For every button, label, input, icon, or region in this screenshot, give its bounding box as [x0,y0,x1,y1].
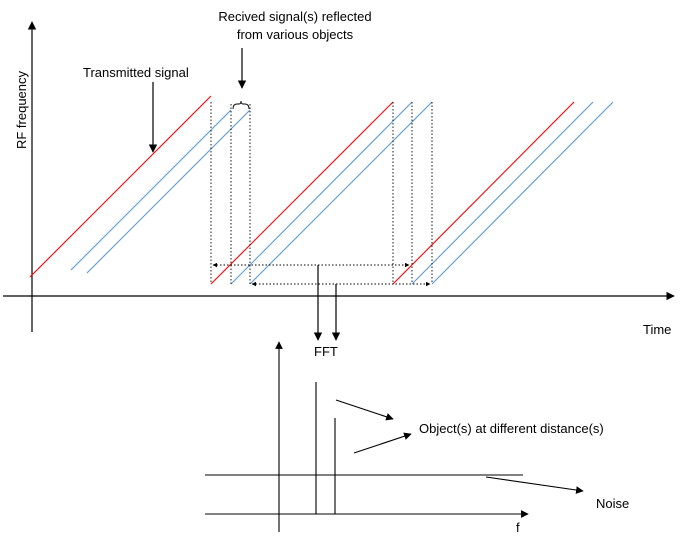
received-ramp [86,109,251,274]
transmitted-ramp [392,101,575,285]
received-signal-label-line1: Recived signal(s) reflected [218,9,371,24]
transmitted-signal-label: Transmitted signal [83,65,189,80]
transmitted-signal-ramps [29,95,575,285]
received-ramp [249,101,433,285]
received-signal-label-line2: from various objects [237,27,354,42]
fft-label: FFT [314,344,338,359]
received-ramp [431,101,614,285]
noise-callout-arrow [485,476,584,494]
time-label: Time [643,322,671,337]
object-callout-arrow-1 [335,399,394,421]
received-spread-brace [232,100,250,110]
dotted-guides [210,102,433,287]
object-callout-arrow-2 [353,432,412,454]
objects-label: Object(s) at different distance(s) [419,421,604,436]
f-axis-label: f [516,520,520,535]
transmitted-ramp [29,95,212,278]
received-ramp [70,109,232,271]
rf-frequency-label: RF frequency [14,70,29,149]
noise-label: Noise [596,496,629,511]
received-signal-ramps [70,101,614,285]
received-ramp [411,101,594,285]
received-ramp [230,101,413,285]
transmitted-ramp [210,101,394,285]
